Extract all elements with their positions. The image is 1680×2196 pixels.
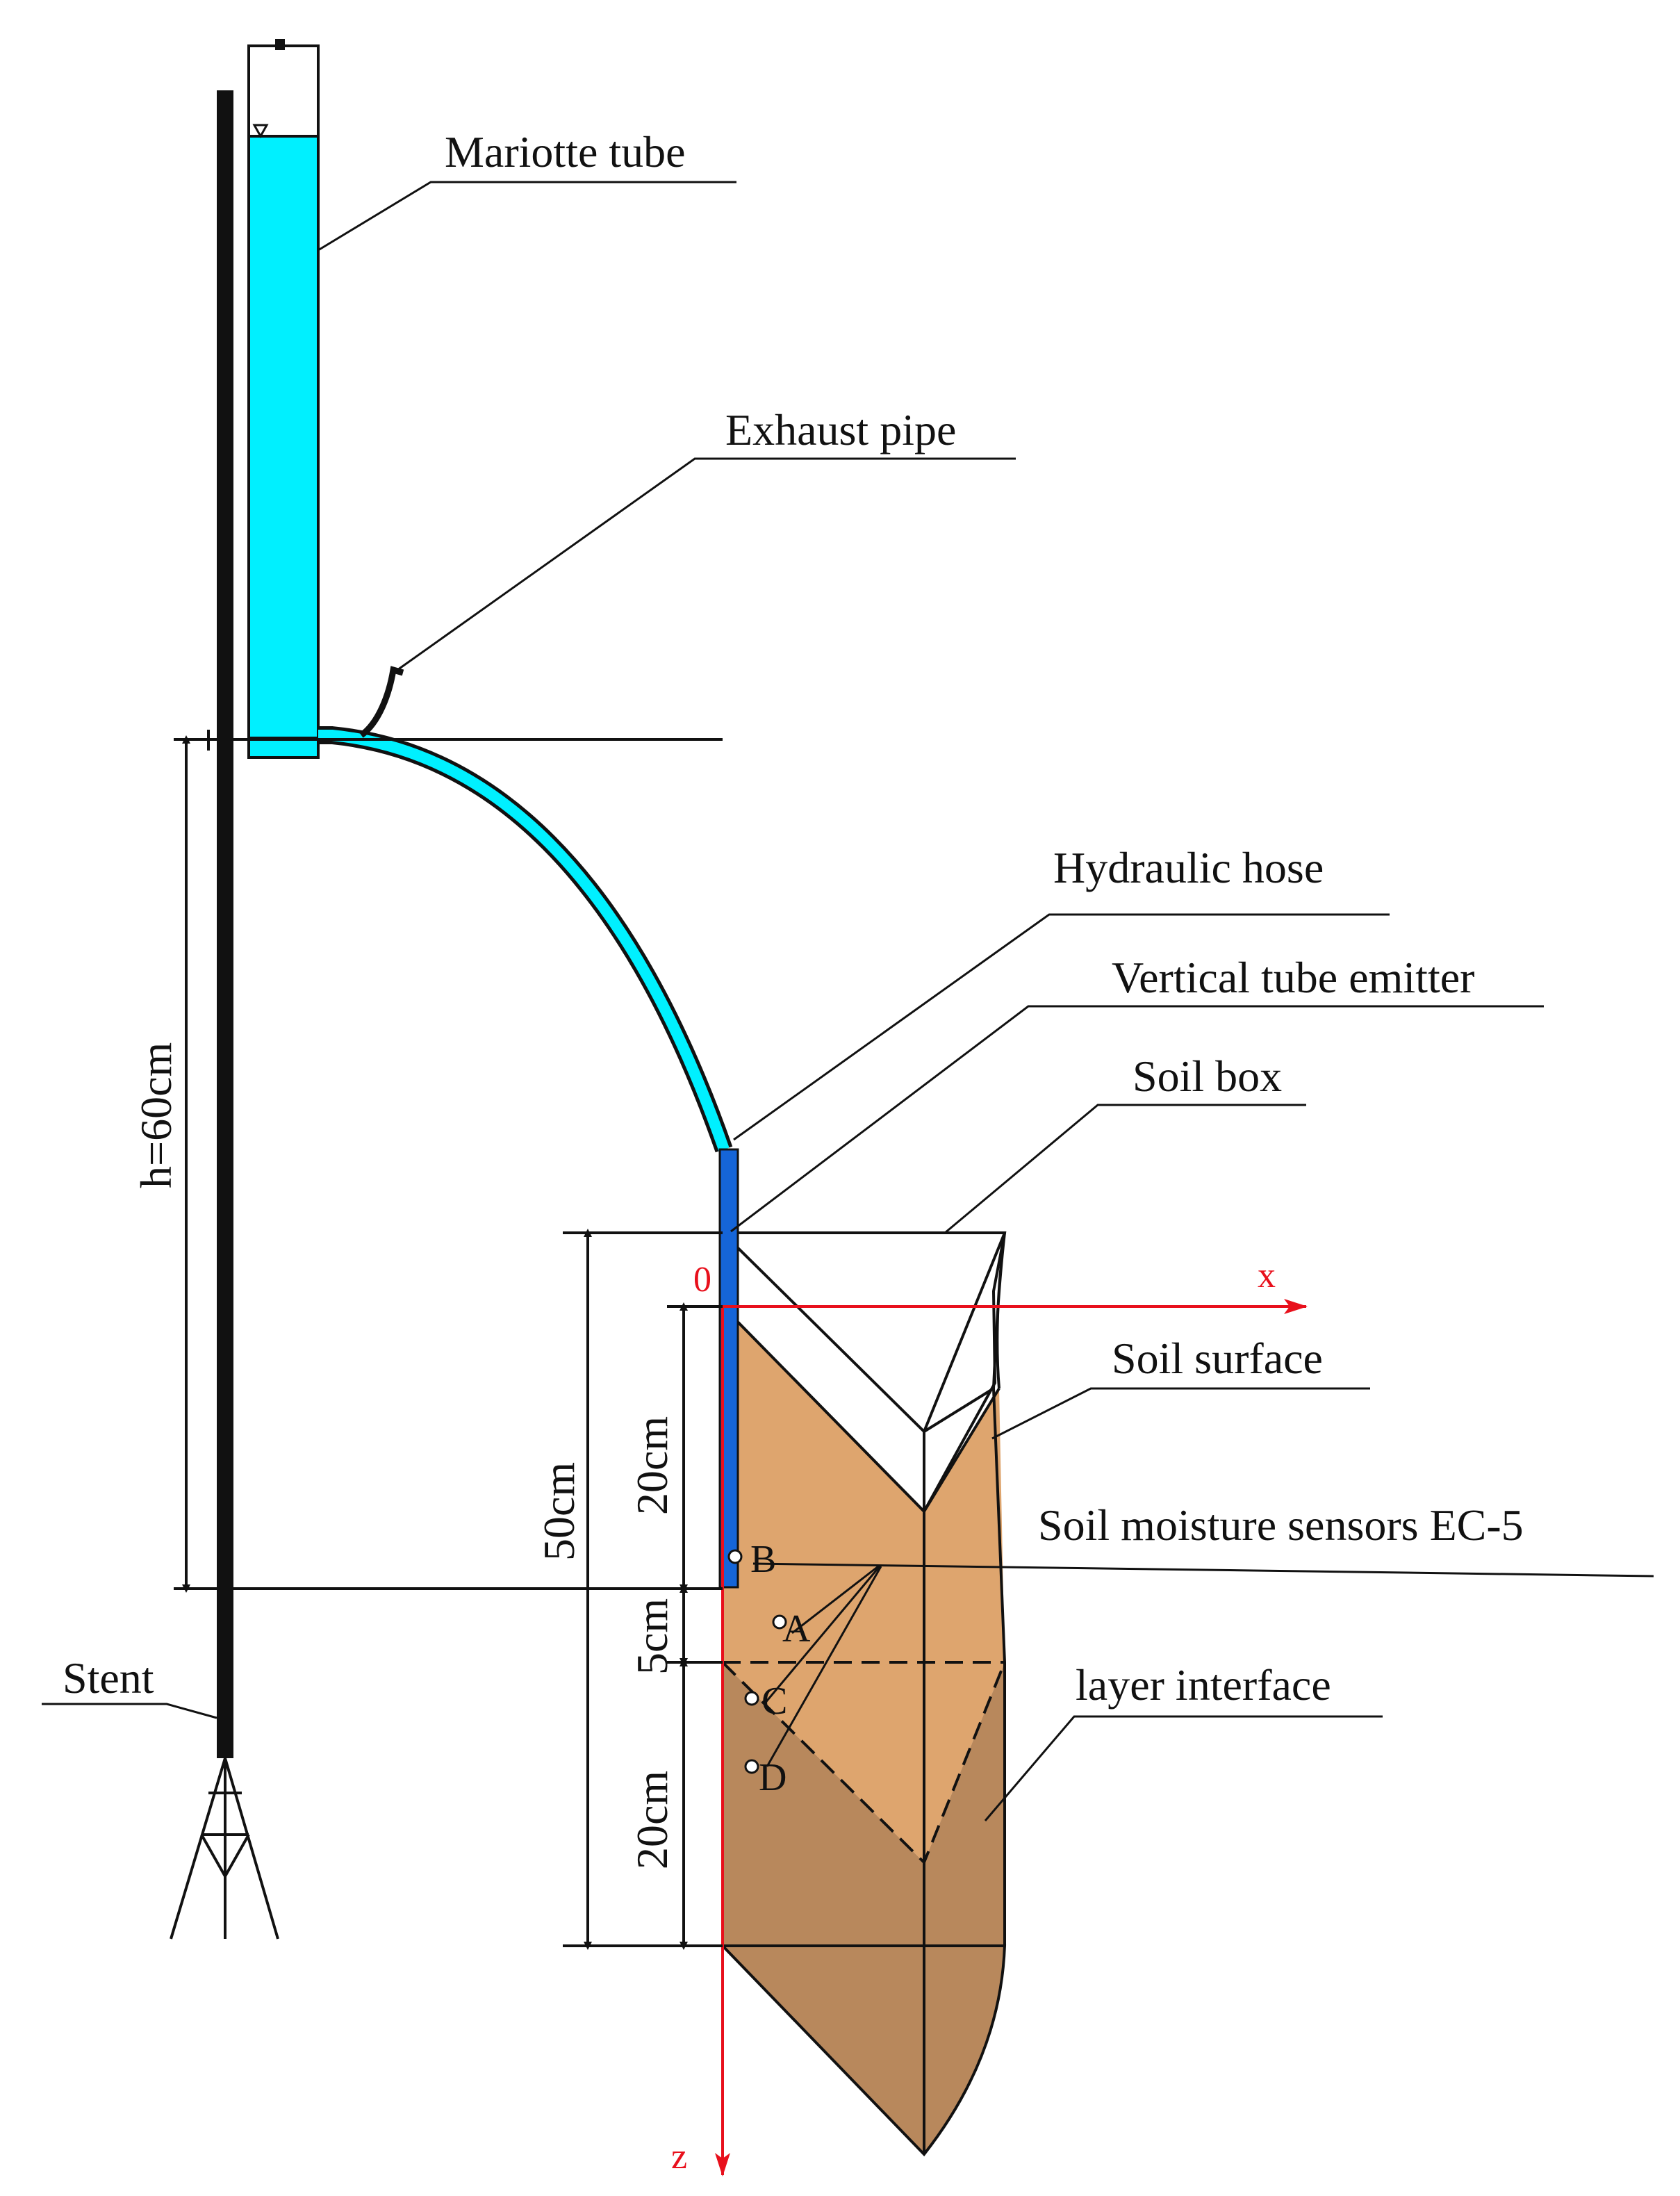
leader-mariotte	[318, 181, 736, 252]
dimension-gap-5: 5cm	[627, 1598, 677, 1675]
label-soil-box: Soil box	[1133, 1051, 1282, 1101]
soil-box-edges	[721, 1231, 1006, 2154]
water-level-marker-icon	[252, 124, 269, 139]
soil-box-bottom	[719, 1944, 1007, 2157]
mariotte-water	[247, 135, 320, 745]
dimension-upper-20: 20cm	[627, 1416, 677, 1515]
sensor-c-dot	[744, 1691, 759, 1706]
leader-soilbox	[944, 1104, 1306, 1234]
leader-sensor-d	[766, 1566, 882, 1767]
hydraulic-hose-water	[318, 730, 730, 1152]
sensor-d-dot	[744, 1759, 759, 1774]
dimension-head-height: h=60cm	[131, 1042, 181, 1188]
exhaust-pipe	[359, 666, 404, 738]
coordinate-axes: 0 x z	[671, 1256, 1308, 2177]
leader-stent	[42, 1703, 217, 1719]
label-vertical-tube-emitter: Vertical tube emitter	[1112, 953, 1474, 1002]
z-axis-label: z	[671, 2137, 687, 2177]
air-inlet-cap	[275, 39, 285, 50]
leader-layer	[984, 1715, 1383, 1821]
sensor-a-dot	[772, 1614, 787, 1630]
label-soil-moisture-sensors: Soil moisture sensors EC-5	[1038, 1500, 1524, 1550]
stent	[170, 90, 320, 1940]
soil-surface-line	[721, 1305, 1000, 1514]
sensor-b-dot	[727, 1549, 743, 1564]
mariotte-base	[247, 737, 320, 759]
hydraulic-hose	[318, 666, 733, 1153]
dimension-lines	[174, 735, 723, 1950]
leader-sensor-a	[791, 1565, 879, 1634]
label-layer-interface: layer interface	[1076, 1660, 1331, 1710]
leader-sensors	[752, 1562, 1654, 1578]
mariotte-tube	[247, 39, 320, 759]
hydraulic-hose-outer	[318, 726, 733, 1153]
dimension-box-depth: 50cm	[534, 1462, 584, 1561]
label-stent: Stent	[63, 1653, 154, 1703]
x-axis-label: x	[1258, 1256, 1276, 1295]
origin-label: 0	[693, 1260, 711, 1300]
stent-pole	[217, 90, 233, 1758]
leader-soilsurface	[991, 1387, 1370, 1440]
leader-emitter	[730, 1005, 1544, 1233]
label-soil-surface: Soil surface	[1112, 1334, 1323, 1383]
leader-lines	[42, 181, 1654, 1821]
label-mariotte-tube: Mariotte tube	[445, 127, 686, 177]
sensor-b-label: B	[750, 1538, 776, 1581]
stent-tripod	[170, 1757, 279, 1940]
dimension-lower-20: 20cm	[627, 1771, 677, 1869]
label-exhaust-pipe: Exhaust pipe	[725, 405, 956, 454]
layer-interface-line	[721, 1661, 1006, 1865]
label-hydraulic-hose: Hydraulic hose	[1053, 843, 1324, 892]
leader-sensor-c	[763, 1566, 881, 1705]
leader-hydraulic	[733, 913, 1390, 1141]
sensor-d-label: D	[759, 1756, 787, 1799]
leader-exhaust	[397, 457, 1016, 671]
